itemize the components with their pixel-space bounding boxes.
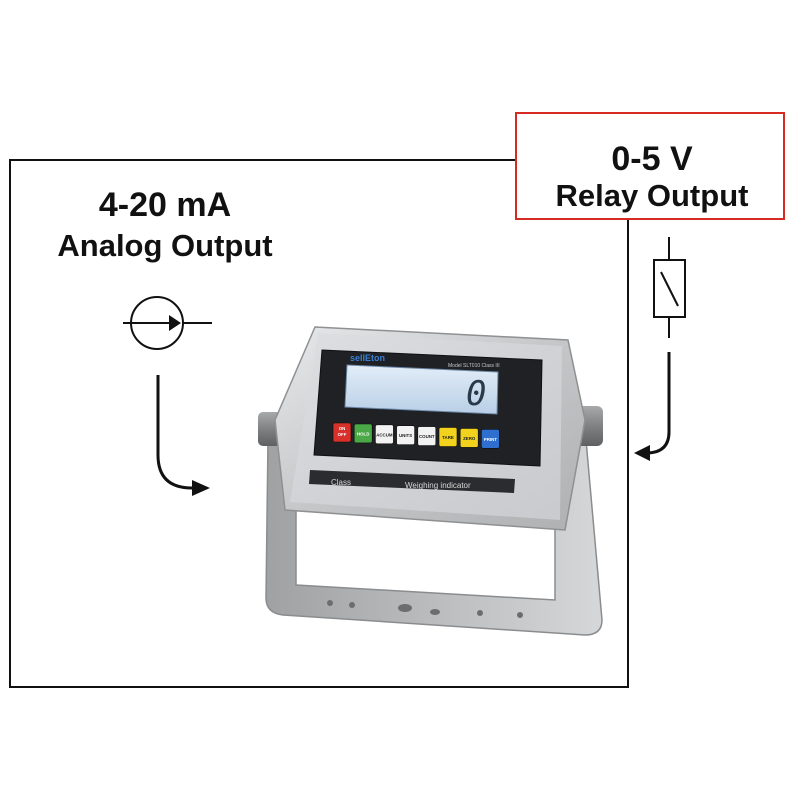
- relay-switch-icon: [653, 237, 686, 338]
- keypad-button-label: UNITS: [399, 433, 412, 438]
- keypad-button[interactable]: HOLD: [353, 423, 373, 444]
- panel-label: Weighing indicator: [405, 481, 471, 490]
- wiring-frame: [9, 159, 629, 688]
- keypad-button[interactable]: UNITS: [396, 425, 415, 446]
- keypad-button[interactable]: ZERO: [459, 428, 479, 448]
- keypad-button-label: ACCUM: [376, 432, 393, 437]
- curved-arrow-icon: [634, 352, 671, 461]
- relay-output-box: [515, 112, 785, 220]
- curved-arrow-icon: [156, 375, 210, 496]
- keypad-button-label: ZERO: [463, 436, 476, 441]
- analog-output-label: Analog Output: [57, 228, 273, 263]
- keypad-button-label: COUNT: [419, 434, 435, 439]
- keypad-button[interactable]: TARE: [438, 427, 458, 447]
- current-source-icon: [123, 296, 212, 350]
- class-label: Class: [331, 478, 351, 487]
- keypad-button-label: ON: [339, 426, 346, 431]
- brand-label: sellEton: [350, 353, 385, 363]
- keypad-button-label: PRINT: [484, 437, 497, 442]
- keypad-button-label: TARE: [442, 435, 454, 440]
- analog-output-title: 4-20 mA: [98, 186, 232, 224]
- display-value: 0: [466, 374, 486, 414]
- keypad-button-label: HOLD: [357, 431, 369, 436]
- keypad-button[interactable]: COUNT: [417, 426, 437, 446]
- keypad-button[interactable]: PRINT: [481, 428, 500, 449]
- relay-output-label: Relay Output: [555, 178, 749, 213]
- label-strip: [309, 470, 515, 493]
- keypad-button-label: OFF: [338, 432, 347, 437]
- lcd-display: [344, 364, 499, 415]
- model-label: Model SLT010 Class III: [448, 363, 500, 369]
- relay-output-title: 0-5 V: [611, 140, 693, 178]
- keypad-button[interactable]: ACCUM: [375, 424, 394, 445]
